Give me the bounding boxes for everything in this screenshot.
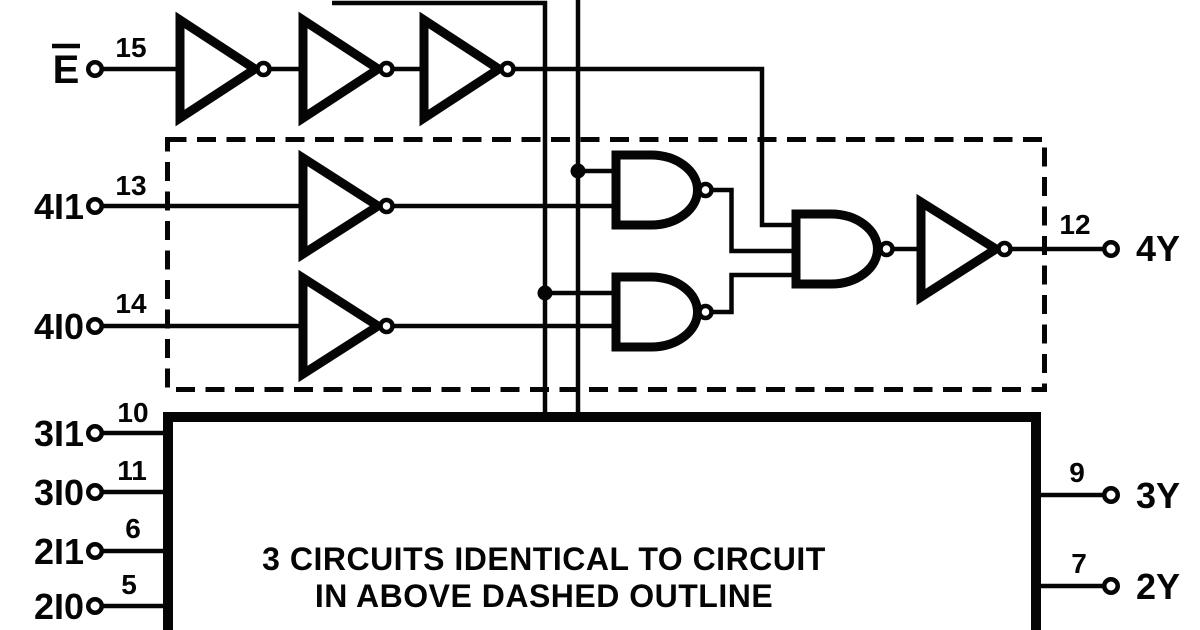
input-2i0-pin-number: 5 [121,569,137,600]
dashed-outline [165,137,1047,392]
input-4i0-label: 4I0 [34,306,84,347]
pin-terminal-icon [1102,577,1120,595]
output-3y-label: 3Y [1136,475,1180,516]
pin-terminal-icon [1102,240,1120,258]
input-3i1-label: 3I1 [34,413,84,454]
inverter-icon [916,193,1005,306]
inverter-bubble-icon [499,60,516,78]
nand2-to-nand3-wire [713,272,796,315]
input-4i1-pin-number: 13 [115,170,146,201]
pin-terminal-icon [86,424,104,442]
inverter-icon [175,11,264,127]
identical-circuits-box [163,412,1041,630]
output-4y-label: 4Y [1136,228,1180,269]
inverter-icon [298,11,387,127]
input-4i0-pin-number: 14 [115,288,147,319]
input-3i1-pin-number: 10 [117,397,148,428]
nand-gate-icon [611,150,702,230]
enable-pin-number: 15 [115,32,146,63]
junction-dot [537,285,553,301]
output-2y-label: 2Y [1136,566,1180,607]
output-2y-pin-number: 7 [1071,548,1087,579]
inverter-bubble-icon [255,60,272,78]
enable-to-nand3-wire [512,66,796,228]
pin-terminal-icon [86,542,104,560]
identical-circuits-note-line2: IN ABOVE DASHED OUTLINE [315,578,773,614]
nand1-to-nand3-wire [713,187,796,254]
inverter-icon [298,269,387,383]
output-4y-pin-number: 12 [1059,209,1090,240]
pin-terminal-icon [86,597,104,615]
input-3i0-pin-number: 11 [117,455,147,486]
nand-bubble-icon [697,181,714,199]
input-2i1-label: 2I1 [34,531,84,572]
inverter-bubble-icon [378,317,395,335]
pin-terminal-icon [86,60,104,78]
enable-label: E [53,48,80,92]
nand-gate-icon [791,209,882,289]
inverter-icon [419,11,508,127]
inverter-icon [298,149,387,263]
output-3y-pin-number: 9 [1069,457,1085,488]
nand-bubble-icon [878,240,895,258]
pin-terminal-icon [86,197,104,215]
inverter-bubble-icon [996,240,1013,258]
input-4i1-label: 4I1 [34,186,84,227]
nand-bubble-icon [697,303,714,321]
inverter-bubble-icon [378,60,395,78]
select-rail-wire [332,0,548,417]
pin-terminal-icon [86,483,104,501]
inverter-bubble-icon [378,197,395,215]
junction-dot [570,163,586,179]
nand-gate-icon [611,272,702,352]
input-2i0-label: 2I0 [34,586,84,627]
pin-terminal-icon [86,317,104,335]
identical-circuits-note-line1: 3 CIRCUITS IDENTICAL TO CIRCUIT [262,541,826,577]
pin-terminal-icon [1102,486,1120,504]
input-2i1-pin-number: 6 [125,513,141,544]
input-3i0-label: 3I0 [34,472,84,513]
